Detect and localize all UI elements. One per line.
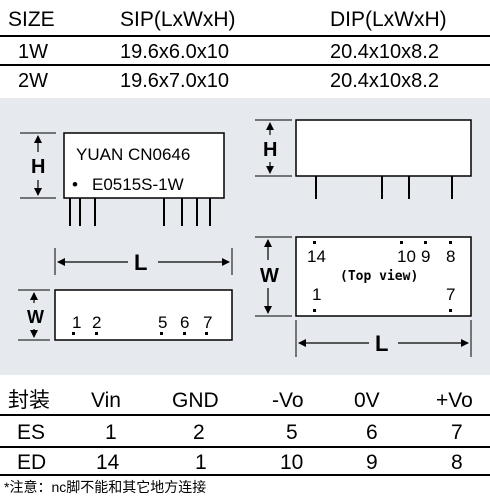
dip-pin-label: 9	[421, 247, 430, 266]
sip-pin-label: 5	[158, 313, 167, 332]
sip-pin-label: 6	[180, 313, 189, 332]
pin-table-header-vin: Vin	[91, 389, 121, 412]
sip-1w: 19.6x6.0x10	[120, 41, 229, 63]
table-divider	[0, 414, 490, 416]
w-label: W	[27, 307, 44, 327]
pin-table-header-0v: 0V	[354, 389, 380, 412]
l-label: L	[134, 250, 147, 275]
table-cell: 1	[105, 421, 117, 444]
pin-marker	[313, 241, 316, 244]
table-cell: 8	[451, 451, 463, 474]
dip-package-body	[295, 119, 472, 177]
table-cell: 2	[193, 421, 205, 444]
dip-2w: 20.4x10x8.2	[330, 70, 439, 92]
sip-header: SIP(LxWxH)	[120, 8, 236, 31]
pin-marker	[400, 241, 403, 244]
size-1w: 1W	[18, 41, 48, 63]
dimension-diagram: YUAN CN0646 • E0515S-1W H L W 1 2 5 6 7	[18, 119, 472, 357]
h-label: H	[263, 139, 277, 161]
sip-front-view: YUAN CN0646 • E0515S-1W H L	[20, 132, 233, 275]
table-divider	[0, 474, 490, 476]
dip-pin-label: 14	[307, 247, 326, 266]
l-label: L	[375, 331, 388, 356]
table-row-es-package: ES	[17, 421, 46, 444]
pin-marker	[160, 332, 163, 335]
dip-header: DIP(LxWxH)	[330, 8, 447, 31]
dip-1w: 20.4x10x8.2	[330, 41, 439, 63]
pin-marker	[205, 332, 208, 335]
sip-pin-label: 1	[72, 313, 81, 332]
size-header: SIZE	[8, 8, 55, 31]
sip-marking-line1: YUAN CN0646	[76, 145, 190, 164]
h-label: H	[31, 156, 45, 178]
sip-2w: 19.6x7.0x10	[120, 70, 229, 92]
pin-marker	[72, 332, 75, 335]
dip-pin-label: 7	[446, 285, 455, 304]
table-divider	[0, 446, 490, 448]
pin-marker	[449, 241, 452, 244]
dip-pin-label: 1	[312, 285, 321, 304]
sip-pin-label: 2	[92, 313, 101, 332]
size-2w: 2W	[18, 70, 48, 92]
dip-side-view: H	[255, 119, 472, 199]
pin1-dot: •	[72, 175, 78, 194]
table-cell: 1	[195, 451, 207, 474]
pin-marker	[424, 241, 427, 244]
dip-top-body	[295, 236, 472, 317]
footnote: *注意：nc脚不能和其它地方连接	[4, 479, 207, 495]
pin-table-header-plus-vo: +Vo	[436, 389, 473, 412]
sip-marking-line2: E0515S-1W	[92, 175, 184, 194]
sip-bottom-view: W 1 2 5 6 7	[18, 289, 233, 341]
pin-marker	[449, 309, 452, 312]
table-row-ed-package: ED	[17, 451, 47, 474]
dip-pin-label: 8	[446, 247, 455, 266]
table-divider	[0, 64, 490, 66]
dip-pin-label: 10	[397, 247, 416, 266]
dip-top-view: 14 10 9 8 (Top view) 1 7 W L	[255, 236, 472, 357]
sip-bottom-body	[54, 289, 233, 341]
pin-marker	[95, 332, 98, 335]
sip-package-body	[63, 132, 225, 199]
table-cell: 9	[366, 451, 378, 474]
table-cell: 5	[286, 421, 298, 444]
sip-pin-label: 7	[203, 313, 212, 332]
pin-table-header-package: 封装	[8, 389, 50, 412]
table-cell: 7	[451, 421, 463, 444]
pin-table-header-minus-vo: -Vo	[272, 389, 304, 412]
pin-table-header-gnd: GND	[172, 389, 219, 412]
top-view-label: (Top view)	[340, 269, 418, 284]
table-cell: 6	[366, 421, 378, 444]
pin-marker	[183, 332, 186, 335]
table-cell: 10	[280, 451, 304, 474]
pin-marker	[313, 309, 316, 312]
w-label: W	[260, 265, 279, 287]
table-cell: 14	[96, 451, 120, 474]
table-divider	[0, 35, 490, 37]
